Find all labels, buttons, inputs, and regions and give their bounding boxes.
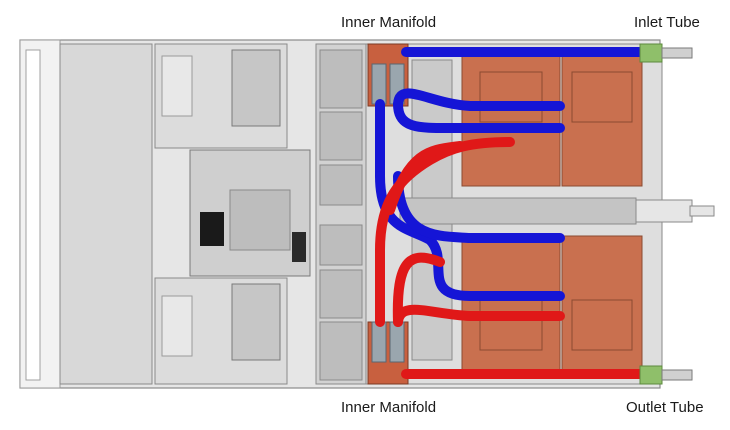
hot-tube <box>385 141 465 215</box>
cold-plate <box>461 53 561 187</box>
center-spine <box>399 197 637 225</box>
drive-cage <box>59 43 153 385</box>
manifold-connector <box>371 321 387 363</box>
hot-tube <box>375 137 515 255</box>
manifold-connector <box>389 321 405 363</box>
outlet-tube-label: Outlet Tube <box>626 399 704 416</box>
outlet-fitting <box>639 365 663 385</box>
hot-tube <box>392 252 445 327</box>
drive-bay-rail <box>25 49 41 381</box>
inner-manifold-bottom-label: Inner Manifold <box>341 399 437 416</box>
bmc-chip <box>200 212 224 246</box>
inlet-connector <box>661 47 693 59</box>
inner-manifold-top-label: Inner Manifold <box>341 14 437 31</box>
rear-handle <box>635 199 693 223</box>
hot-tubes <box>375 137 645 379</box>
manifold-connector <box>371 63 387 105</box>
outlet-connector <box>661 369 693 381</box>
fan-column <box>315 43 367 385</box>
cold-tube <box>393 88 565 111</box>
cold-plate <box>561 235 643 373</box>
cold-plate <box>561 53 643 187</box>
inlet-tube-label: Inlet Tube <box>634 14 700 31</box>
cold-plate <box>461 235 561 373</box>
cold-plates <box>461 53 643 373</box>
cold-tube <box>393 99 565 134</box>
inlet-fitting <box>639 43 663 63</box>
